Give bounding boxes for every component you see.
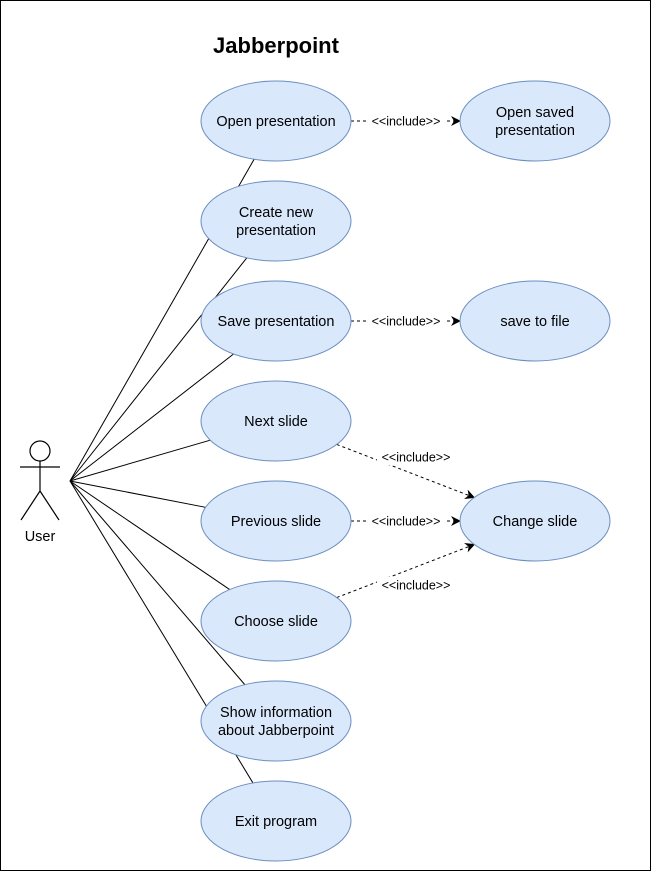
- include-label: <<include>>: [372, 115, 441, 129]
- use-case-ellipse: [200, 680, 352, 762]
- include-label: <<include>>: [372, 515, 441, 529]
- association-show-information: [69, 480, 246, 685]
- include-label: <<include>>: [382, 451, 451, 465]
- actor-user: User: [20, 440, 60, 545]
- association-previous-slide: [69, 480, 206, 508]
- include-label: <<include>>: [372, 315, 441, 329]
- use-case-open-presentation: Open presentation: [200, 80, 352, 162]
- association-save-presentation: [69, 353, 234, 482]
- use-case-label: Open presentation: [216, 114, 335, 130]
- association-create-new-presentation: [69, 257, 248, 482]
- use-case-label: Create new: [239, 205, 314, 221]
- use-case-label: Choose slide: [234, 614, 318, 630]
- use-case-ellipse: [200, 480, 352, 562]
- include-label: <<include>>: [382, 579, 451, 593]
- use-case-previous-slide: Previous slide: [200, 480, 352, 562]
- use-case-exit-program: Exit program: [200, 780, 352, 862]
- actor-right-leg: [39, 490, 60, 521]
- use-case-label: save to file: [500, 314, 569, 330]
- include-label-bg: [367, 513, 445, 529]
- include-label-bg: [377, 577, 455, 593]
- association-next-slide: [69, 439, 211, 482]
- use-case-ellipse: [200, 380, 352, 462]
- use-case-change-slide: Change slide: [459, 480, 611, 562]
- use-case-label: Save presentation: [218, 314, 335, 330]
- actor-left-leg: [20, 490, 41, 521]
- include-label-bg: [367, 113, 445, 129]
- actor-label: User: [25, 529, 56, 545]
- diagram-title: Jabberpoint: [213, 33, 340, 58]
- use-case-label: presentation: [236, 223, 316, 239]
- use-case-ellipse: [200, 180, 352, 262]
- use-case-show-information: Show information about Jabberpoint: [200, 680, 352, 762]
- use-case-label: Open saved: [496, 105, 574, 121]
- use-case-ellipse: [200, 280, 352, 362]
- use-case-label: presentation: [495, 123, 575, 139]
- use-case-ellipse: [200, 580, 352, 662]
- use-case-ellipse: [200, 80, 352, 162]
- use-case-create-new-presentation: Create new presentation: [200, 180, 352, 262]
- include-relations: <<include>> <<include>> <<include>> <<inclu…: [336, 113, 476, 599]
- use-case-label: Change slide: [493, 514, 578, 530]
- use-case-next-slide: Next slide: [200, 380, 352, 462]
- use-case-choose-slide: Choose slide: [200, 580, 352, 662]
- use-case-open-saved-presentation: Open saved presentation: [459, 80, 611, 162]
- use-case-ellipse: [459, 80, 611, 162]
- use-case-ellipse: [459, 280, 611, 362]
- use-case-label: Exit program: [235, 814, 317, 830]
- include-label-bg: [377, 449, 455, 465]
- include-label-bg: [367, 313, 445, 329]
- association-choose-slide: [69, 480, 230, 590]
- use-case-ellipse: [459, 480, 611, 562]
- use-case-label: Next slide: [244, 414, 308, 430]
- use-case-label: Previous slide: [231, 514, 321, 530]
- include-arrow-next-slide: [336, 443, 476, 499]
- use-case-label: about Jabberpoint: [218, 723, 334, 739]
- use-case-ellipse: [200, 780, 352, 862]
- use-case-label: Show information: [220, 705, 332, 721]
- use-case-save-presentation: Save presentation: [200, 280, 352, 362]
- use-case-save-to-file: save to file: [459, 280, 611, 362]
- include-arrow-choose-slide: [336, 543, 476, 599]
